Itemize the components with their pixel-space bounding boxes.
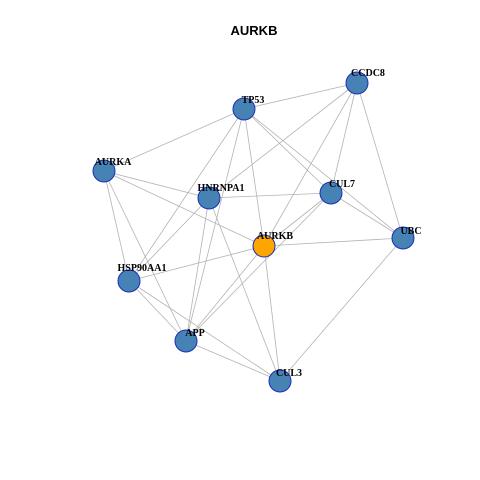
edge-aurka-hsp90aa1 (103, 170, 130, 282)
edge-ccdc8-cul7 (330, 82, 358, 194)
node-label-ccdc8: CCDC8 (351, 68, 385, 79)
node-label-hnrnpa1: HNRNPA1 (197, 183, 244, 194)
edge-aurkb-app (185, 245, 265, 342)
edge-tp53-aurka (103, 108, 245, 172)
edge-tp53-cul7 (243, 108, 332, 194)
node-ccdc8[interactable] (345, 71, 369, 95)
node-hsp90aa1[interactable] (117, 269, 141, 293)
edge-tp53-ccdc8 (243, 82, 358, 110)
node-label-aurka: AURKA (95, 157, 132, 168)
edge-ccdc8-ubc (356, 82, 404, 239)
edge-tp53-aurkb (243, 108, 265, 247)
node-label-ubc: UBC (400, 226, 421, 237)
edge-aurka-app (103, 170, 187, 342)
edge-hnrnpa1-app (185, 197, 210, 342)
edge-ubc-aurkb (263, 237, 404, 247)
edge-hsp90aa1-cul3 (128, 280, 281, 382)
edge-hnrnpa1-cul7 (208, 192, 332, 199)
edge-aurka-hnrnpa1 (103, 170, 210, 199)
edge-ccdc8-hnrnpa1 (208, 82, 358, 199)
node-app[interactable] (174, 329, 198, 353)
node-layer (92, 71, 415, 393)
node-label-app: APP (185, 328, 204, 339)
node-hnrnpa1[interactable] (197, 186, 221, 210)
node-label-tp53: TP53 (242, 95, 265, 106)
edge-layer (103, 82, 404, 382)
edge-hnrnpa1-cul3 (208, 197, 281, 382)
node-aurkb[interactable] (252, 234, 276, 258)
node-label-hsp90aa1: HSP90AA1 (118, 263, 167, 274)
node-cul7[interactable] (319, 181, 343, 205)
edge-aurka-aurkb (103, 170, 265, 247)
edge-aurkb-cul3 (263, 245, 281, 382)
node-ubc[interactable] (391, 226, 415, 250)
edge-cul7-aurkb (263, 192, 332, 247)
node-tp53[interactable] (232, 97, 256, 121)
node-aurka[interactable] (92, 159, 116, 183)
edge-ccdc8-aurkb (263, 82, 358, 247)
edge-cul7-app (185, 192, 332, 342)
edge-hnrnpa1-hsp90aa1 (128, 197, 210, 282)
edge-tp53-app (185, 108, 245, 342)
edge-tp53-hsp90aa1 (128, 108, 245, 282)
diagram-title: AURKB (231, 23, 278, 38)
edge-ubc-cul3 (279, 237, 404, 382)
node-label-aurkb: AURKB (257, 231, 293, 242)
node-label-cul7: CUL7 (329, 179, 355, 190)
edge-cul7-ubc (330, 192, 404, 239)
edge-hsp90aa1-app (128, 280, 187, 342)
edge-aurkb-hsp90aa1 (128, 245, 265, 282)
node-cul3[interactable] (268, 369, 292, 393)
edge-tp53-ubc (243, 108, 404, 239)
node-label-cul3: CUL3 (276, 368, 302, 379)
edge-app-cul3 (185, 340, 281, 382)
